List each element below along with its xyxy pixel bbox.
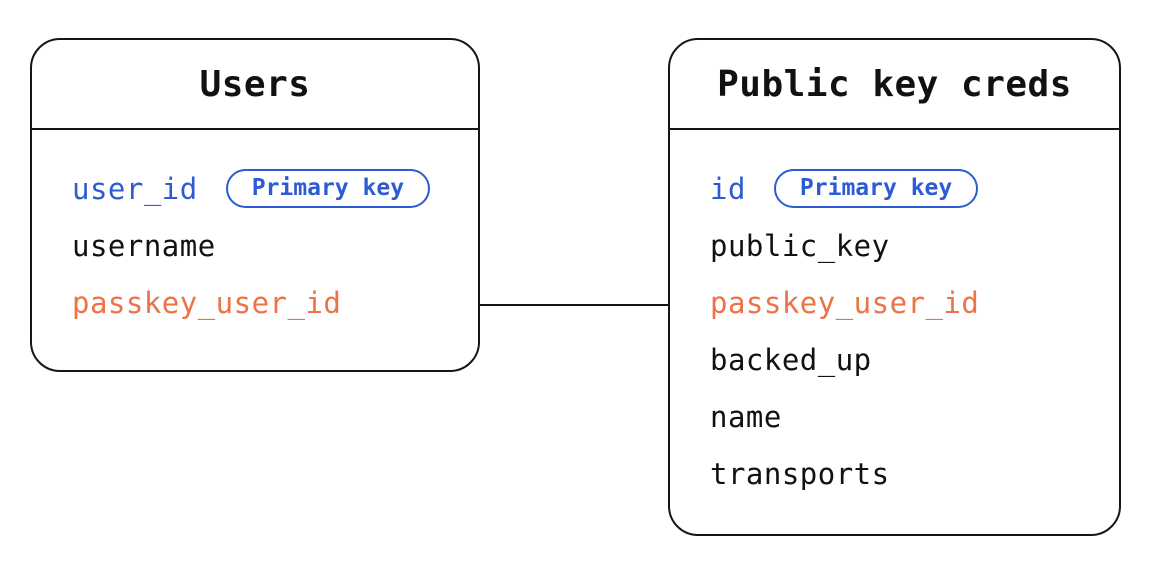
relationship-line [480,304,668,306]
table-users: Users user_id Primary key username passkey_… [30,38,480,372]
field-row-id: id Primary key [710,160,1079,217]
table-public-key-creds: Public key creds id Primary key public_key… [668,38,1121,536]
field-name: name [710,399,782,434]
field-name: username [72,228,216,263]
field-row-user_id: user_id Primary key [72,160,438,217]
primary-key-badge: Primary key [225,168,431,209]
field-row-passkey_user_id: passkey_user_id [710,274,1079,331]
field-name: backed_up [710,342,872,377]
field-row-name: name [710,388,1079,445]
field-name: public_key [710,228,890,263]
table-users-rows: user_id Primary key username passkey_user_i… [32,130,478,331]
field-row-passkey_user_id: passkey_user_id [72,274,438,331]
table-public-key-creds-title: Public key creds [670,40,1119,130]
field-name: passkey_user_id [72,285,342,320]
field-row-public_key: public_key [710,217,1079,274]
field-row-backed_up: backed_up [710,331,1079,388]
field-row-transports: transports [710,445,1079,502]
field-name: passkey_user_id [710,285,980,320]
field-row-username: username [72,217,438,274]
field-name: user_id [72,171,198,206]
field-name: id [710,171,746,206]
field-name: transports [710,456,890,491]
primary-key-badge: Primary key [773,168,979,209]
table-users-title: Users [32,40,478,130]
